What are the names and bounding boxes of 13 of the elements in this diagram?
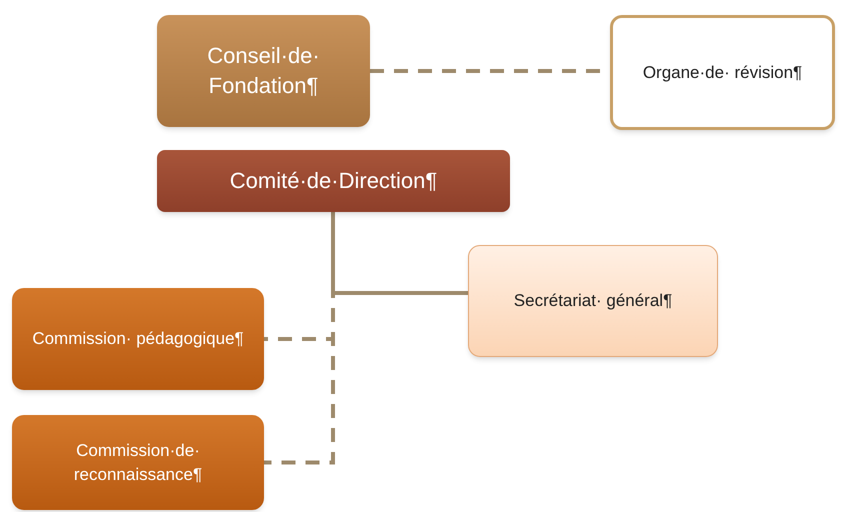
box-label: Secrétariat· général¶ bbox=[514, 290, 672, 312]
box-label: Organe·de· révision¶ bbox=[642, 62, 802, 84]
box-label: Commission· pédagogique¶ bbox=[32, 328, 244, 350]
box-label: Conseil·de· Fondation¶ bbox=[206, 42, 321, 100]
box-label: Commission·de· reconnaissance¶ bbox=[72, 440, 204, 486]
process-box bbox=[468, 245, 718, 357]
process-box bbox=[157, 150, 510, 212]
box-label: Comité·de·Direction¶ bbox=[230, 166, 438, 195]
process-box bbox=[12, 288, 264, 390]
process-box bbox=[12, 415, 264, 510]
process-box bbox=[157, 15, 370, 127]
connector-line bbox=[264, 212, 335, 464]
process-box bbox=[610, 15, 835, 130]
